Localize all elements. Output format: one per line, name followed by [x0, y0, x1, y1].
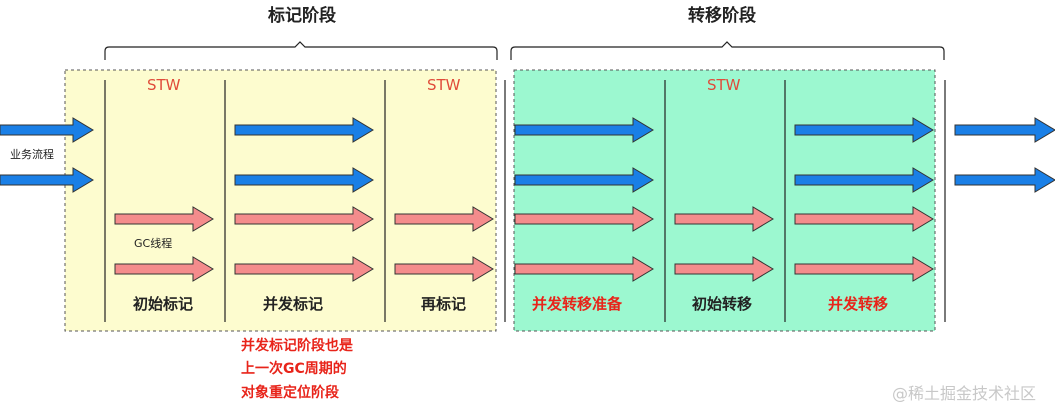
- stage-label-remark: 再标记: [421, 295, 467, 313]
- stage-label-initial-transfer: 初始转移: [692, 295, 753, 313]
- note-line-2: 上一次GC周期的: [241, 361, 347, 377]
- stw-label-initial-transfer: STW: [707, 76, 741, 94]
- stw-label-remark: STW: [427, 76, 461, 94]
- marking-phase-title: 标记阶段: [268, 6, 336, 26]
- business-arrow: [794, 167, 934, 193]
- business-arrow: [0, 167, 94, 193]
- business-arrow: [954, 167, 1055, 193]
- gc-arrow: [394, 206, 494, 232]
- gc-arrow: [674, 256, 774, 282]
- transfer-brace: [510, 41, 945, 60]
- transfer-phase-box: [513, 69, 936, 332]
- gc-arrow: [794, 206, 934, 232]
- stage-label-initial-mark: 初始标记: [133, 295, 194, 313]
- flow-arrows: [0, 117, 1055, 282]
- gc-arrow: [394, 256, 494, 282]
- gc-arrow: [514, 256, 654, 282]
- gc-arrow: [234, 206, 374, 232]
- stw-label-initial-mark: STW: [147, 76, 181, 94]
- note-line-1: 并发标记阶段也是: [241, 338, 353, 354]
- note-line-3: 对象重定位阶段: [241, 385, 339, 401]
- marking-phase-box: [64, 69, 497, 332]
- gc-arrow: [514, 206, 654, 232]
- business-arrow: [234, 117, 374, 143]
- transfer-phase-title: 转移阶段: [688, 6, 756, 26]
- business-arrow: [514, 117, 654, 143]
- gc-arrow: [234, 256, 374, 282]
- marking-brace: [104, 41, 498, 60]
- business-flow-label: 业务流程: [10, 148, 54, 161]
- gc-thread-label: GC线程: [134, 237, 173, 250]
- business-arrow: [514, 167, 654, 193]
- stage-label-concurrent-transfer-prep: 并发转移准备: [532, 295, 623, 313]
- stage-label-concurrent-transfer: 并发转移: [828, 295, 889, 313]
- gc-arrow: [114, 256, 214, 282]
- business-arrow: [234, 167, 374, 193]
- stage-dividers: [104, 80, 946, 322]
- gc-arrow: [114, 206, 214, 232]
- gc-arrow: [794, 256, 934, 282]
- stage-label-concurrent-mark: 并发标记: [263, 295, 324, 313]
- watermark: @稀土掘金技术社区: [892, 384, 1037, 403]
- gc-arrow: [674, 206, 774, 232]
- business-arrow: [954, 117, 1055, 143]
- business-arrow: [0, 117, 94, 143]
- business-arrow: [794, 117, 934, 143]
